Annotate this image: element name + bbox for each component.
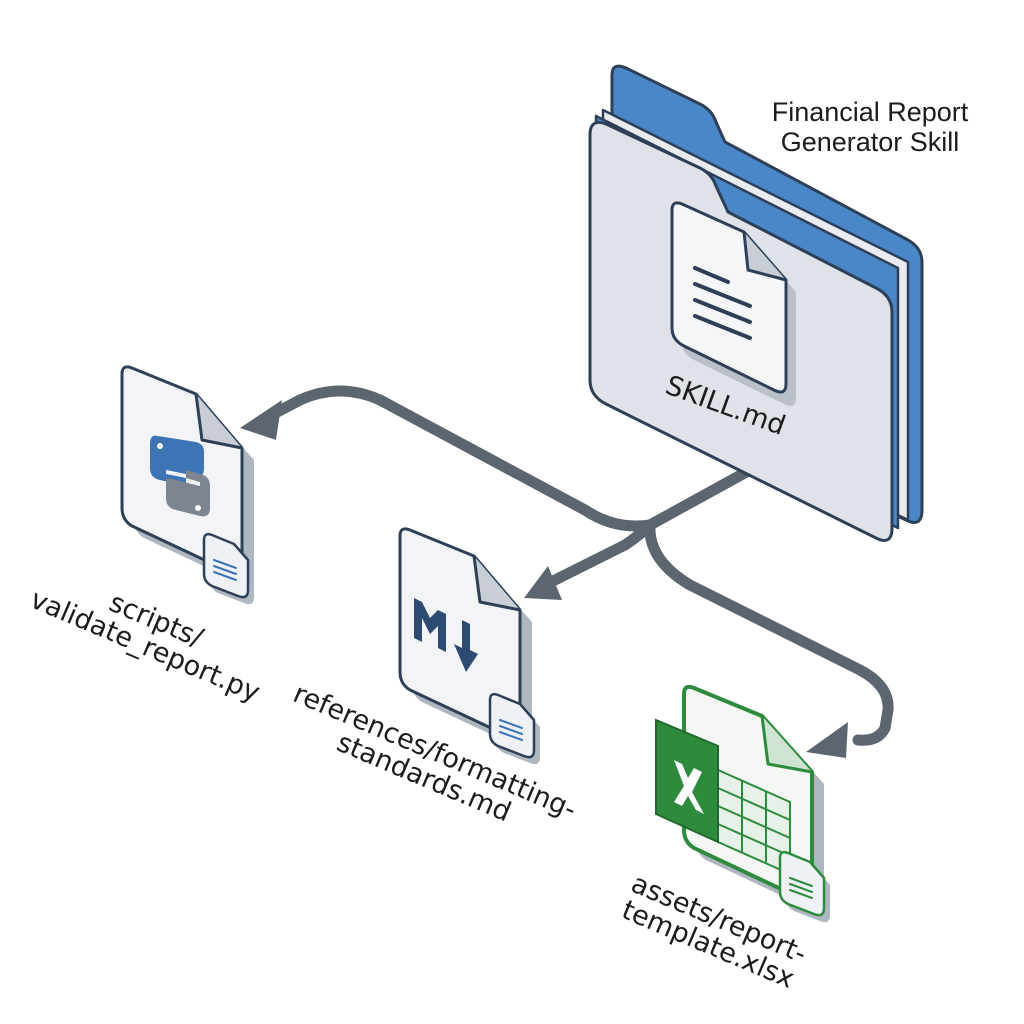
skill-md-document-icon: [670, 201, 796, 406]
assets-badge-icon: [778, 850, 830, 923]
trunk-line: [644, 464, 756, 531]
skill-title-line2: Generator Skill: [780, 126, 960, 157]
skill-title: Financial Report Generator Skill: [740, 97, 1000, 157]
connector-arrows: [256, 385, 894, 746]
arrow-to-assets: [644, 519, 894, 746]
references-file: [398, 527, 540, 765]
markdown-icon: [414, 598, 478, 672]
excel-icon: [655, 718, 719, 844]
arrow-to-scripts: [256, 385, 656, 532]
scripts-file: [120, 365, 254, 605]
python-icon: [150, 435, 210, 517]
arrowhead-references: [524, 566, 562, 600]
references-badge-icon: [488, 692, 540, 765]
arrowhead-assets: [806, 722, 848, 758]
skill-title-line1: Financial Report: [771, 97, 969, 127]
skill-folder: [588, 64, 924, 542]
assets-file: [655, 684, 830, 923]
arrow-to-references: [539, 519, 656, 591]
arrowheads: [240, 400, 848, 758]
arrowhead-scripts: [240, 400, 282, 440]
scripts-badge-icon: [202, 532, 254, 605]
